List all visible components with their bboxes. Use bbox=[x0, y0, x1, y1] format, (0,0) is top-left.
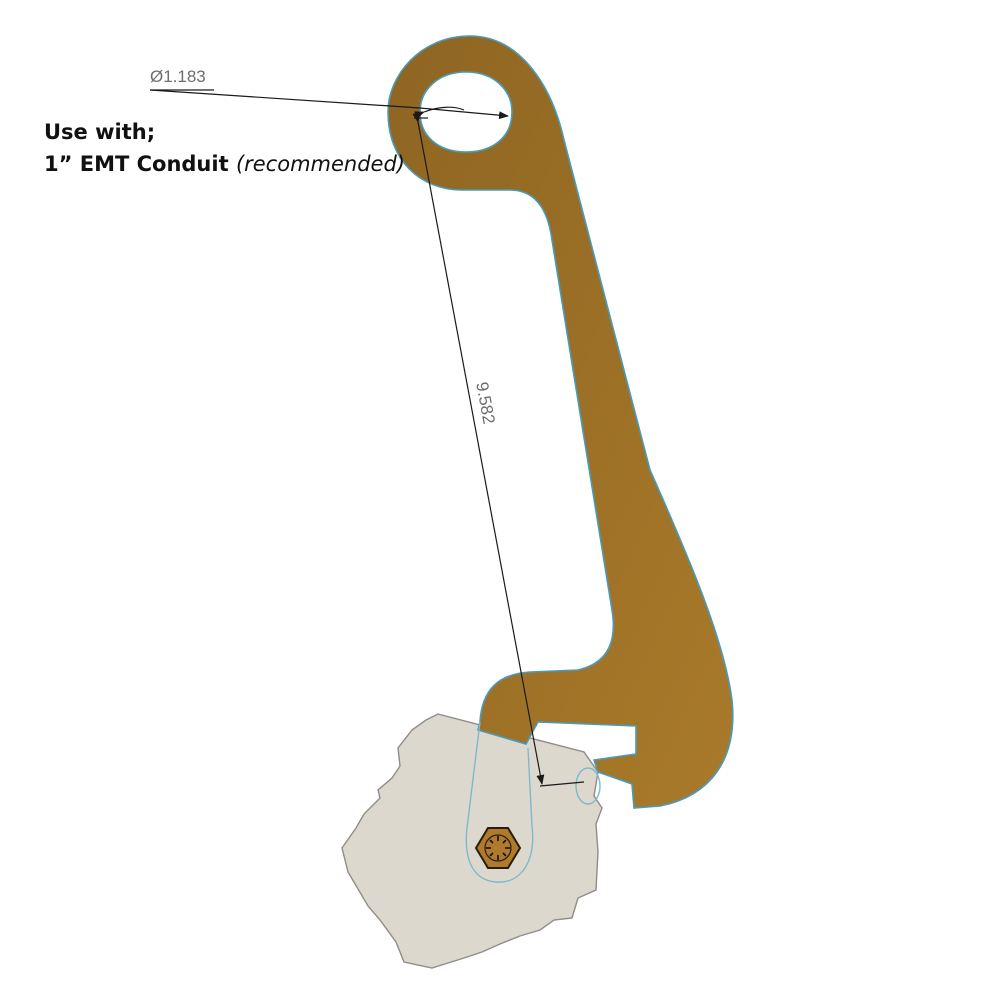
usage-note-line2: 1” EMT Conduit (recommended) bbox=[44, 148, 405, 180]
pivot-slot-outline bbox=[465, 721, 601, 883]
conduit-type: 1” EMT Conduit bbox=[44, 152, 229, 176]
diameter-dimension-label: Ø1.183 bbox=[150, 67, 206, 86]
diameter-dimension bbox=[149, 89, 509, 120]
recommended-tag: (recommended) bbox=[235, 152, 405, 176]
hex-bolt-icon bbox=[474, 827, 522, 869]
center-distance-dimension-label: 9.582 bbox=[472, 380, 499, 425]
base-plate bbox=[341, 713, 603, 969]
usage-note-line1: Use with; bbox=[44, 120, 156, 144]
usage-note: Use with; 1” EMT Conduit (recommended) bbox=[44, 116, 405, 180]
center-distance-dimension bbox=[412, 112, 585, 787]
lever-arm bbox=[387, 35, 734, 809]
